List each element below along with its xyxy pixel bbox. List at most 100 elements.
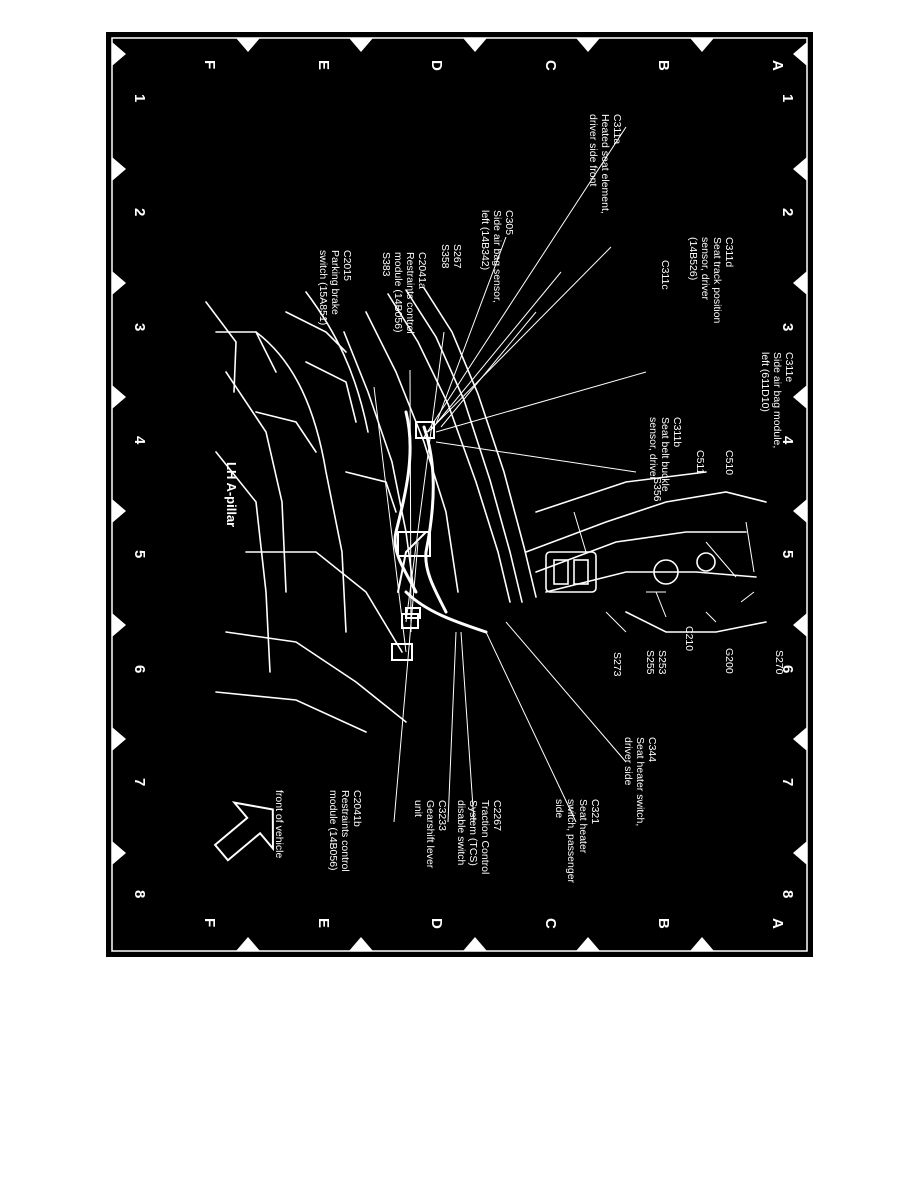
callout-line: S273 [611,652,623,677]
grid-row-e-left: E [315,60,332,71]
callout-line: driver side [622,737,634,786]
grid-col-5-top: 5 [779,550,796,559]
callout-g200: G200 [723,648,735,674]
border-marker [112,42,126,66]
callout-line: C3233 [436,800,448,831]
leader-line [409,369,412,633]
callout-line: C321 [589,799,601,825]
callout-line: disable switch [455,800,467,866]
border-marker [576,38,600,52]
callout-line: Restraints control [404,252,416,334]
border-marker [112,613,126,637]
callout-line: C344 [646,737,658,763]
grid-col-7-top: 7 [779,778,796,787]
callout-line: Seat heater [577,799,589,854]
grid-row-f-left: F [201,60,218,70]
leader-line [505,621,627,763]
callout-c210: C210 [683,626,695,651]
callout-line: C311c [659,260,671,290]
leader-line [423,126,627,438]
border-marker [793,841,807,865]
callout-line: S253 [656,650,668,675]
callout-line: sensor, driver [699,237,711,301]
border-marker [236,937,260,951]
grid-col-7-bottom: 7 [131,778,148,787]
border-marker [349,937,373,951]
callout-line: Seat track position [711,237,723,324]
grid-row-f-right: F [201,918,218,928]
callout-line: left (611D10) [759,352,771,412]
callout-line: C311a [611,114,623,145]
border-marker [463,38,487,52]
grid-row-d-right: D [428,918,445,929]
callout-line: C305 [503,210,515,236]
callout-line: C210 [683,626,695,652]
callout-s270: S270 [773,650,785,675]
callout-line: G200 [723,648,735,674]
callout-line: S267 [451,244,463,269]
grid-col-8-top: 8 [779,890,796,899]
border-marker [112,157,126,181]
grid-row-c-left: C [542,60,559,71]
callout-line: switch, passenger [565,799,577,884]
grid-row-a-right: A [769,918,786,929]
border-marker [793,613,807,637]
grid-col-5-bottom: 5 [131,550,148,559]
grid-col-8-bottom: 8 [131,890,148,899]
callout-line: Gearshift lever [424,800,436,869]
callout-line: Heated seat element, [599,114,611,214]
front-of-vehicle-arrow-icon [213,801,274,862]
a-pillar-drawing [111,37,808,952]
callout-line: C2041b [351,790,363,827]
callout-c311c: C311c [659,260,671,290]
callout-line: module (14B056) [327,790,339,871]
callout-line: unit [412,800,424,817]
leader-line [705,541,737,578]
border-marker [690,937,714,951]
border-marker [793,727,807,751]
callout-line: (14B526) [687,237,699,281]
grid-col-1-bottom: 1 [131,94,148,103]
callout-line: Side air bag module, [771,352,783,449]
grid-col-3-top: 3 [779,323,796,332]
grid-col-2-bottom: 2 [131,208,148,217]
border-marker [793,42,807,66]
callout-line: S270 [773,650,785,675]
grid-row-b-left: B [655,60,672,71]
leader-line [573,511,587,553]
border-marker [576,937,600,951]
border-marker [112,385,126,409]
grid-row-b-right: B [655,918,672,929]
diagram-text-layer: 1 2 3 4 5 6 7 8 1 2 3 4 5 6 7 8 A B C D … [106,32,813,957]
callout-s356: S356 [651,477,663,502]
leader-line [745,521,755,573]
callout-front: front of vehicle [273,790,285,858]
leader-line [460,631,475,823]
leader-line [485,631,577,823]
callout-line: left (14B342) [479,210,491,271]
border-marker [793,157,807,181]
callout-line: C2015 [341,250,353,281]
callout-line: Side air bag sensor, [491,210,503,303]
border-marker [236,38,260,52]
callout-line: C311b [671,417,683,448]
leader-line [655,591,667,618]
leader-line [435,371,647,433]
callout-line: S356 [651,477,663,502]
border-marker [112,841,126,865]
leader-line [393,541,419,823]
callout-line: side [553,799,565,819]
callout-c510: C510 [723,450,735,475]
leader-line [605,611,627,633]
border-marker [463,937,487,951]
callout-line: C311e [783,352,795,383]
callout-line: S383 [380,252,392,277]
